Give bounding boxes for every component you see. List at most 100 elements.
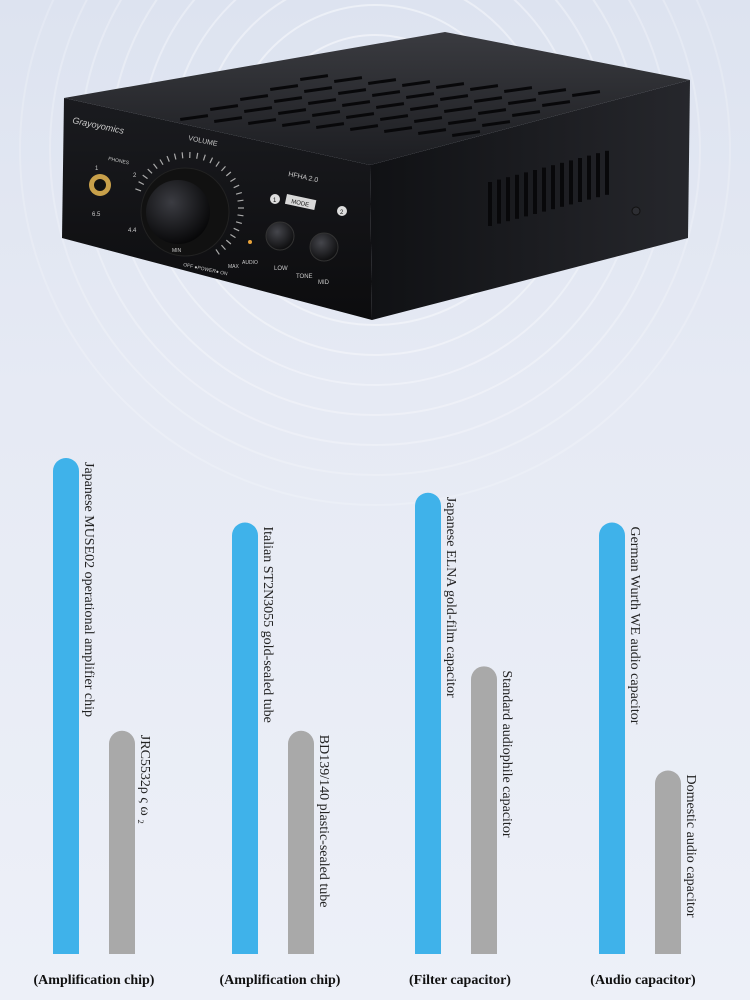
- volume-tick: [196, 152, 199, 159]
- volume-tick: [202, 154, 206, 161]
- vent-slot: [508, 98, 537, 105]
- category-label: (Amplification chip): [34, 973, 155, 988]
- top-cover: [64, 32, 690, 165]
- bar-label: Domestic audio capacitor: [683, 774, 698, 917]
- top-vents: [179, 74, 601, 137]
- side-vent-slot: [497, 179, 501, 224]
- low-knob: [265, 221, 295, 251]
- phones-label: PHONES: [108, 156, 131, 166]
- volume-tick: [225, 171, 232, 177]
- side-vent-slot: [605, 150, 609, 195]
- vent-slot: [481, 120, 511, 127]
- vent-slot: [248, 118, 277, 125]
- vent-slot: [210, 104, 239, 111]
- svg-text:MAX: MAX: [228, 264, 240, 270]
- volume-tick: [237, 214, 244, 217]
- vent-slot: [368, 78, 397, 85]
- volume-tick: [221, 165, 226, 172]
- vent-slot: [417, 128, 447, 135]
- vent-slot: [350, 124, 379, 131]
- headphone-amplifier-photo: Grayoyomics VOLUME HFHA 2.0 PHONES 6.5 4…: [62, 32, 690, 320]
- svg-text:2: 2: [340, 210, 344, 216]
- volume-tick: [181, 152, 184, 159]
- mode-label: MODE: [291, 199, 310, 209]
- standard-bar: [288, 730, 314, 954]
- vent-slot: [538, 88, 567, 95]
- volume-tick: [215, 161, 220, 167]
- vent-slot: [312, 110, 341, 117]
- vent-slot: [474, 96, 503, 103]
- side-vent-slot: [542, 167, 546, 212]
- bg-ring: [19, 0, 731, 506]
- side-vent-slot: [560, 162, 564, 207]
- standard-bar: [109, 730, 135, 954]
- upgraded-bar: [415, 492, 441, 954]
- volume-ticks: [135, 152, 244, 255]
- bar-label: German Wurth WE audio capacitor: [627, 526, 642, 724]
- side-vent-slot: [551, 165, 555, 210]
- bar-label: JRC5532ρ ς ω ₂: [137, 735, 152, 824]
- audio-led: [248, 240, 252, 244]
- vent-slot: [503, 86, 533, 93]
- svg-text:6.5: 6.5: [92, 212, 101, 218]
- vent-slot: [406, 92, 435, 99]
- side-vent-slot: [569, 160, 573, 205]
- vent-slot: [179, 114, 209, 121]
- category-label: (Filter capacitor): [409, 973, 511, 988]
- vent-slot: [448, 118, 477, 125]
- side-vents: [488, 150, 609, 226]
- svg-text:2: 2: [133, 173, 137, 179]
- volume-tick: [215, 249, 220, 255]
- vent-slot: [375, 102, 405, 109]
- vent-slot: [278, 108, 307, 115]
- vent-slot: [439, 94, 469, 101]
- vent-slot: [304, 86, 333, 93]
- vent-slot: [541, 100, 571, 107]
- vent-slot: [274, 96, 303, 103]
- svg-text:AUDIO: AUDIO: [242, 260, 258, 266]
- svg-text:TONE: TONE: [296, 274, 313, 280]
- volume-tick: [225, 239, 232, 245]
- bg-ring: [49, 0, 701, 476]
- vent-slot: [402, 80, 431, 87]
- volume-tick: [138, 181, 145, 186]
- standard-bar: [655, 770, 681, 954]
- vent-slot: [308, 98, 337, 105]
- volume-tick: [142, 174, 148, 180]
- volume-tick: [235, 191, 242, 195]
- volume-tick: [209, 157, 214, 164]
- svg-text:MIN: MIN: [172, 248, 182, 254]
- vent-slot: [572, 90, 601, 97]
- vent-slot: [244, 106, 273, 113]
- vent-slot: [371, 90, 401, 97]
- vent-slot: [512, 110, 541, 117]
- vent-slot: [240, 94, 269, 101]
- bar-label: Japanese ELNA gold-film capacitor: [443, 497, 458, 698]
- svg-text:MID: MID: [318, 280, 330, 286]
- volume-tick: [166, 155, 170, 162]
- side-vent-slot: [488, 182, 492, 226]
- vent-slot: [338, 88, 367, 95]
- side-vent-slot: [506, 177, 510, 222]
- side-vent-slot: [596, 153, 600, 198]
- vent-slot: [452, 130, 481, 137]
- vent-slot: [300, 74, 329, 81]
- svg-text:4.4: 4.4: [128, 228, 137, 234]
- volume-tick: [230, 177, 236, 183]
- upgraded-bar: [232, 522, 258, 954]
- vent-slot: [380, 114, 409, 121]
- vent-slot: [410, 104, 439, 111]
- volume-tick: [153, 163, 158, 169]
- volume-tick: [237, 199, 244, 202]
- upgraded-bar: [53, 458, 79, 954]
- vent-slot: [342, 100, 371, 107]
- side-vent-slot: [524, 172, 528, 217]
- vent-slot: [414, 116, 443, 123]
- volume-tick: [221, 244, 226, 251]
- vent-slot: [282, 120, 311, 127]
- vent-slot: [214, 116, 243, 123]
- vent-slot: [384, 126, 413, 133]
- volume-tick: [147, 168, 153, 174]
- mid-knob: [309, 232, 339, 262]
